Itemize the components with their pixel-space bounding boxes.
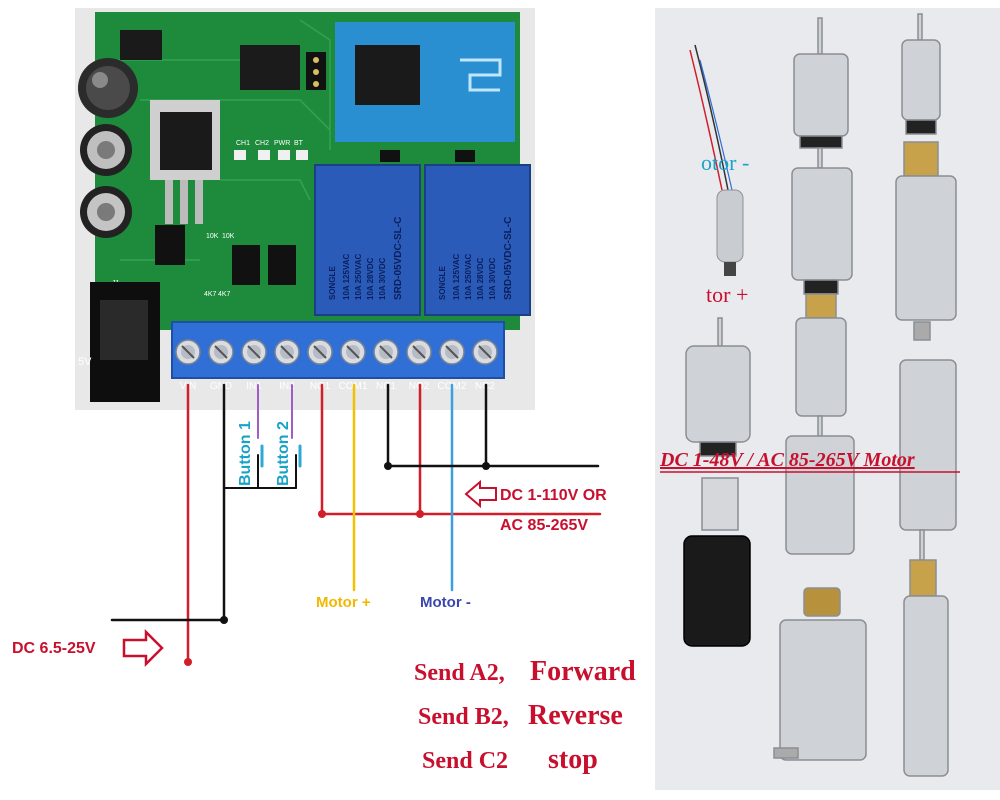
motor-plus-label: Motor + [316,594,371,611]
terminal-screw-in2 [274,339,300,365]
transistor-1 [380,150,400,162]
silk-ch1: CH1 [236,140,250,147]
dc-input-label: DC 6.5-25V [12,640,96,657]
header-pins [306,52,326,90]
button-1-label: Button 1 [237,421,254,486]
optocoupler-1 [232,245,260,285]
terminal-label-gnd: GND [210,381,232,392]
dc-power-jack [90,282,160,402]
silk-5v: 5V [78,356,92,368]
relay-1-rating-3: 10A 30VDC [378,257,387,300]
relay-2-rating-1: 10A 250VAC [464,254,473,300]
terminal-label-no1: NO1 [310,381,331,392]
coreless-motor [689,44,744,276]
ic-chip [240,45,300,90]
relay-2-rating-3: 10A 30VDC [488,257,497,300]
capacitor-3 [80,186,132,238]
terminal-screw-vin [175,339,201,365]
silk-pwr: PWR [274,140,290,147]
inductor [155,225,185,265]
command-stop: stop [548,744,598,775]
relay-board: CH1 CH2 PWR BT 10K 10K 4K7 4K7 J1 5V SON… [75,8,535,410]
command-reverse: Reverse [528,700,623,731]
terminal-screw-in1 [241,339,267,365]
relay-2-brand: SONGLE [438,266,447,300]
smd-chip [120,30,162,60]
motor-stack-right [895,13,957,777]
motor-minus-label: Motor - [420,594,471,611]
command-send-c2: Send C2 [422,748,508,774]
terminal-screw-nc2 [472,339,498,365]
terminal-screw-no1 [307,339,333,365]
silk-ch2: CH2 [255,140,269,147]
voltage-regulator [150,100,220,224]
silk-10k-b: 10K [222,233,235,240]
relay-1: SONGLE 10A 125VAC 10A 250VAC 10A 28VDC 1… [314,164,421,316]
junction-nc2 [482,462,490,470]
relay-1-model: SRD-05VDC-SL-C [393,217,404,300]
status-leds [234,150,308,160]
capacitor-2 [80,124,132,176]
silk-bt: BT [294,140,304,147]
terminal-screw-com2 [439,339,465,365]
relay-2-model: SRD-05VDC-SL-C [503,217,514,300]
arrow-dc-input-icon [122,628,164,668]
junction-vin [184,658,192,666]
silk-10k-a: 10K [206,233,219,240]
arrow-load-supply-icon [464,479,497,509]
motor-stack-middle [773,17,867,761]
relay-1-brand: SONGLE [328,266,337,300]
relay-1-rating-4: 10A 28VDC [366,257,375,300]
load-supply-label-2: AC 85-265V [500,517,588,534]
capacitor-1 [78,58,138,118]
silk-4k7-a: 4K7 [204,291,217,298]
junction-no1 [318,510,326,518]
junction-no2 [416,510,424,518]
partial-label-motor-minus: otor - [701,150,749,175]
optocoupler-2 [268,245,296,285]
terminal-label-in2: IN2 [279,381,295,392]
relay-2-rating-4: 10A 28VDC [476,257,485,300]
terminal-screw-nc1 [373,339,399,365]
terminal-screw-com1 [340,339,366,365]
junction-nc1 [384,462,392,470]
relay-1-rating-1: 10A 250VAC [354,254,363,300]
motor-stack-left [683,317,751,647]
bluetooth-module [335,22,515,142]
partial-label-motor-plus: tor + [706,282,748,307]
wire-gnd [110,383,226,622]
command-send-b2: Send B2, [418,704,509,730]
command-list: Send A2, Forward Send B2, Reverse Send C… [414,656,636,775]
terminal-screws [175,339,498,365]
button-2-label: Button 2 [275,421,292,486]
terminal-label-nc1: NC1 [376,381,396,392]
wires [110,383,602,666]
motor-photo: otor - tor + [655,8,1000,790]
motor-caption: DC 1-48V / AC 85-265V Motor [659,449,915,471]
relay-2-rating-2: 10A 125VAC [452,254,461,300]
junction-gnd [220,616,228,624]
transistor-2 [455,150,475,162]
terminal-screw-no2 [406,339,432,365]
command-send-a2: Send A2, [414,660,505,686]
relay-1-rating-2: 10A 125VAC [342,254,351,300]
silk-4k7-b: 4K7 [218,291,231,298]
command-forward: Forward [530,656,636,687]
relay-2: SONGLE 10A 125VAC 10A 250VAC 10A 28VDC 1… [424,164,531,316]
load-supply-label-1: DC 1-110V OR [500,487,607,504]
terminal-screw-gnd [208,339,234,365]
terminal-label-in1: IN1 [246,381,262,392]
